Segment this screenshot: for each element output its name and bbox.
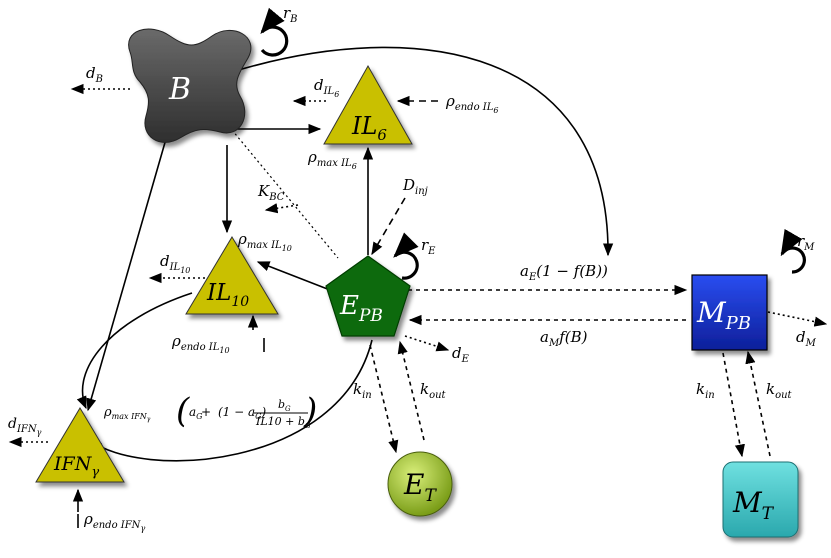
node-mt-label: MT	[732, 486, 775, 524]
node-il6-label: IL6	[351, 112, 387, 144]
label-dinj: Dinj	[402, 176, 428, 197]
label-de: dE	[452, 344, 470, 365]
node-ifn-label: IFNγ	[53, 453, 99, 480]
label-dm: dM	[796, 328, 817, 349]
label-dil10: dIL10	[160, 252, 190, 275]
edge-epb-to-et	[369, 344, 399, 454]
node-mt-shape	[722, 461, 799, 538]
formula-close-paren: )	[303, 391, 317, 431]
label-difn: dIFNγ	[8, 416, 42, 437]
edge-epb-to-ifn	[88, 339, 373, 462]
formula-open-paren: (	[176, 391, 190, 431]
label-rb: rB	[283, 4, 298, 25]
self-loop-e	[393, 232, 419, 280]
label-dil6: dIL6	[314, 76, 339, 99]
node-il6-shape	[323, 64, 413, 145]
formula-denominator: IL10 + bG	[255, 415, 311, 430]
edge-il10-to-ifn	[76, 292, 193, 410]
label-re: rE	[421, 236, 436, 257]
node-mpb-shape	[691, 274, 768, 351]
label-kin-e: kin	[353, 380, 372, 401]
label-kout-e: kout	[420, 380, 447, 401]
node-epb-label: EPB	[339, 291, 383, 326]
label-rho-max-il10: ρmax IL10	[237, 230, 292, 253]
label-kbc: KBC	[257, 182, 285, 203]
node-et-shape	[387, 451, 453, 517]
label-db: dB	[86, 64, 103, 85]
edge-epb-to-il10	[256, 261, 331, 291]
edge-mt-to-mpb	[745, 350, 771, 457]
edge-b-to-epb	[231, 129, 339, 259]
edge-et-to-epb	[397, 340, 425, 441]
label-rho-endo-il6: ρendo IL6	[445, 92, 498, 115]
formula-ag: aG	[189, 405, 203, 421]
self-loop-b	[260, 7, 289, 57]
ifn-production-formula: ρmax IFNγ ( aG + (1 − aG) bG IL10 + bG )	[103, 391, 317, 431]
label-rho-endo-il10: ρendo IL10	[171, 332, 230, 355]
self-loop-m	[780, 228, 806, 274]
edge-b-to-ifn	[86, 131, 169, 412]
label-kout-m: kout	[766, 380, 793, 401]
formula-one-minus: (1 − aG)	[218, 405, 267, 421]
edges	[8, 46, 828, 512]
node-b-shape	[128, 28, 252, 143]
node-il10-shape	[185, 236, 279, 315]
edge-dinj	[371, 197, 406, 256]
formula-plus: +	[201, 405, 211, 419]
label-rho-endo-ifn: ρendo IFNγ	[83, 510, 145, 533]
label-kin-m: kin	[696, 380, 715, 401]
formula-numerator: bG	[278, 398, 291, 413]
edge-d-e	[404, 335, 450, 352]
self-loops	[260, 7, 806, 280]
node-il10-label: IL10	[206, 280, 249, 310]
node-ifn-shape	[35, 407, 125, 483]
label-ae: aE(1 − f(B))	[520, 262, 608, 283]
node-epb-shape	[325, 255, 411, 337]
edge-d-m	[767, 311, 828, 327]
edge-mpb-to-mt	[722, 352, 745, 458]
label-rm: rM	[797, 232, 815, 253]
edge-b-to-ae	[231, 46, 614, 257]
node-mpb-label: MPB	[696, 296, 751, 334]
formula-rho: ρmax IFNγ	[103, 405, 151, 423]
edge-kbc	[264, 203, 299, 214]
node-et-label: ET	[403, 468, 437, 506]
label-rho-max-il6: ρmax IL6	[307, 148, 357, 171]
parameter-labels: rB dB dIL6 ρendo IL6 ρmax IL6 KBC Dinj ρ…	[8, 4, 817, 533]
node-b-label: B	[168, 72, 191, 107]
label-am: aMf(B)	[540, 328, 588, 349]
